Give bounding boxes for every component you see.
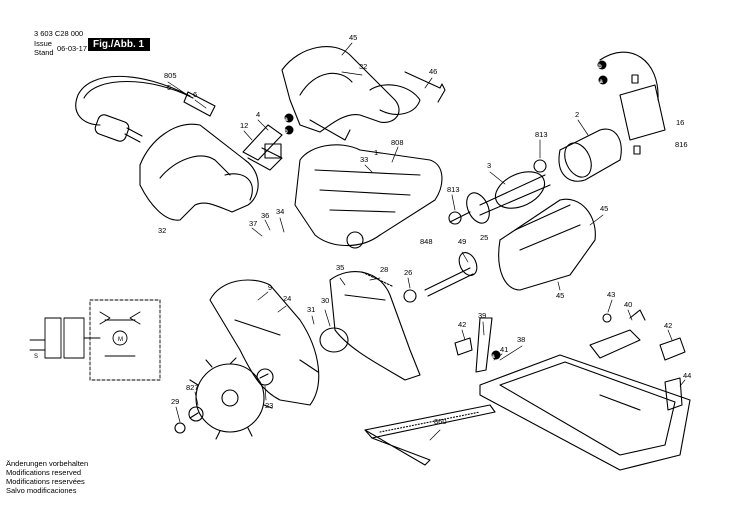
callout-9: 9 [268,283,272,292]
callout-45: 45 [349,33,357,42]
note-de: Änderungen vorbehalten [6,459,89,468]
callout-28: 28 [380,265,388,274]
callout-b: b [284,129,288,135]
spindle-drawing [403,252,478,303]
depth-adjust-drawing [589,309,646,359]
callout-a: a [491,354,495,360]
callout-32: 32 [359,62,367,71]
callout-808: 808 [391,138,404,147]
callout-labels: 45324680556412ab2813ba168168083313813254… [158,33,691,426]
callout-16: 16 [676,118,684,127]
callout-816: 816 [675,140,688,149]
hex-key-drawing [404,71,446,103]
blade-guard-drawing [209,279,320,406]
callout-49: 49 [458,237,466,246]
callout-813: 813 [447,185,460,194]
washer-drawing [188,406,204,422]
callout-37: 37 [249,219,257,228]
callout-1: 1 [374,148,378,157]
callout-805: 805 [164,71,177,80]
screw-drawing [174,422,186,434]
callout-30: 30 [321,296,329,305]
top-housing-drawing [281,46,421,141]
spring-drawing [361,271,393,287]
callout-3: 3 [487,161,491,170]
callout-34: 34 [276,207,284,216]
callout-813: 813 [535,130,548,139]
callout-6: 6 [193,90,197,99]
leader-lines [167,42,686,441]
bevel-lever-drawing [659,337,686,361]
callout-848: 848 [420,237,433,246]
flange-drawing [256,368,274,386]
callout-29: 29 [171,397,179,406]
note-es: Salvo modificaciones [6,486,77,495]
power-cord-drawing [75,75,216,143]
bearing-drawing-2 [448,211,462,225]
callout-25: 25 [480,233,488,242]
callout-33: 33 [360,155,368,164]
callout-46: 46 [429,67,437,76]
lower-guard-drawing [329,271,421,381]
callout-45: 45 [556,291,564,300]
callout-45: 45 [600,204,608,213]
lever-drawing [454,337,473,356]
callout-36: 36 [261,211,269,220]
callout-b: b [598,64,602,70]
connector-markers [284,60,608,360]
callout-32: 32 [158,226,166,235]
field-coil-drawing [558,128,622,182]
callout-31: 31 [307,305,315,314]
notes-block: Änderungen vorbehalten Modifications res… [6,459,88,495]
callout-40: 40 [624,300,632,309]
figure-badge: Fig./Abb. 1 [88,38,151,51]
motor-symbol-label: M [118,337,123,343]
callout-827: 827 [186,383,199,392]
stand-label: Stand [34,48,54,57]
gear-housing-drawing [498,198,596,291]
callout-2: 2 [575,110,579,119]
motor-housing-drawing [294,144,443,249]
callout-12: 12 [240,121,248,130]
bearing-drawing [533,159,547,173]
callout-41: 41 [500,345,508,354]
callout-39: 39 [478,311,486,320]
callout-4: 4 [256,110,260,119]
note-fr: Modifications reservées [6,477,85,486]
callout-a: a [599,79,603,85]
knob-drawing [664,377,683,411]
part-number: 3 603 C28 000 [34,29,84,38]
base-plate-drawing [479,354,691,471]
callout-26: 26 [404,268,412,277]
switch-symbol-label: S [34,354,38,360]
switch-assembly-drawing [242,124,283,171]
callout-860: 860 [434,417,447,426]
callout-24: 24 [283,294,291,303]
wiring-schematic [29,299,161,381]
note-en: Modifications reserved [6,468,82,477]
callout-44: 44 [683,371,691,380]
brush-holder-drawing [599,51,666,155]
callout-42: 42 [664,321,672,330]
callout-a: a [284,117,288,123]
issue-date: 06-03-17 [57,44,88,53]
callout-42: 42 [458,320,466,329]
armature-drawing [449,171,551,224]
callout-43: 43 [607,290,615,299]
saw-blade-drawing [189,357,273,440]
callout-38: 38 [517,335,525,344]
rip-fence-drawing [364,404,496,466]
callout-23: 23 [265,401,273,410]
callout-5: 5 [167,83,171,92]
callout-35: 35 [336,263,344,272]
arm-drawing [475,317,493,373]
rear-handle-drawing [139,123,259,221]
issue-label: Issue [34,39,52,48]
ring-drawing [319,327,349,353]
